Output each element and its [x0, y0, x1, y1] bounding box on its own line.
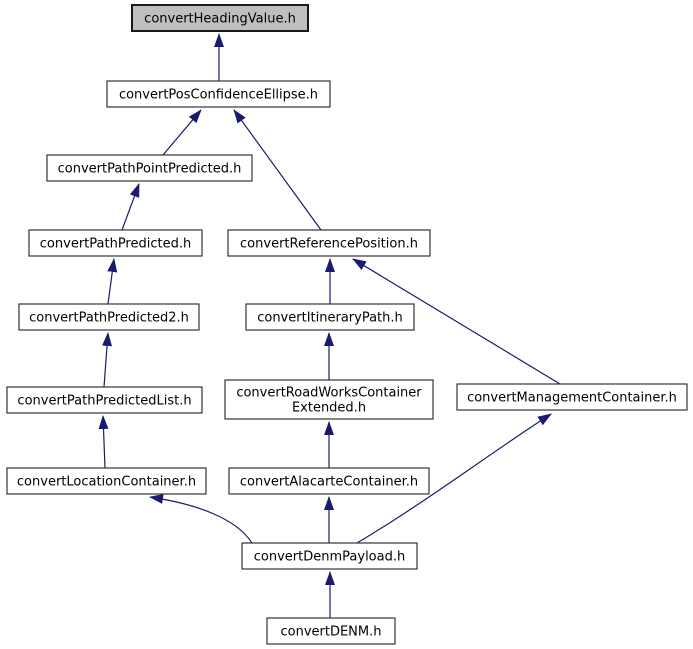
- nodes-layer: convertHeadingValue.h convertPosConfidenc…: [6, 4, 688, 645]
- node-label: convertDenmPayload.h: [254, 550, 405, 565]
- edge-convertPathPredicted2-to-convertPathPredicted: [107, 258, 118, 305]
- node-box: [266, 617, 396, 645]
- node-convertItineraryPath[interactable]: convertItineraryPath.h: [245, 303, 415, 331]
- node-box: [46, 154, 253, 182]
- node-label: convertDENM.h: [280, 625, 381, 640]
- node-box: [106, 80, 331, 108]
- node-convertPathPredictedList[interactable]: convertPathPredictedList.h: [6, 386, 203, 414]
- edge-convertDenmPayload-to-convertManagementContainer: [356, 413, 552, 544]
- node-label: convertHeadingValue.h: [144, 12, 296, 27]
- node-box: [245, 303, 415, 331]
- node-label: convertPathPointPredicted.h: [58, 162, 242, 177]
- node-box: [131, 4, 309, 32]
- node-label: convertPathPredictedList.h: [17, 394, 191, 409]
- node-convertDenmPayload[interactable]: convertDenmPayload.h: [241, 542, 418, 570]
- node-box: [18, 303, 200, 331]
- node-label: convertPathPredicted.h: [40, 237, 191, 252]
- node-convertHeadingValue: convertHeadingValue.h: [131, 4, 309, 32]
- node-label: convertReferencePosition.h: [240, 237, 418, 252]
- node-convertLocationContainer[interactable]: convertLocationContainer.h: [6, 467, 207, 495]
- node-box: [28, 229, 203, 257]
- edge-convertReferencePosition-to-convertPosConfidenceEllipse: [233, 109, 322, 231]
- node-box: [456, 383, 688, 411]
- edge-convertManagementContainer-to-convertReferencePosition: [352, 258, 561, 385]
- node-convertPathPredicted[interactable]: convertPathPredicted.h: [28, 229, 203, 257]
- node-box: [228, 467, 430, 495]
- edge-convertLocationContainer-to-convertPathPredictedList: [98, 415, 109, 469]
- edge-convertPathPredictedList-to-convertPathPredicted2: [102, 332, 113, 388]
- node-box: [6, 467, 207, 495]
- edges-layer: [98, 33, 561, 618]
- node-convertPathPointPredicted[interactable]: convertPathPointPredicted.h: [46, 154, 253, 182]
- node-label: convertLocationContainer.h: [17, 475, 196, 490]
- node-box: [227, 229, 431, 257]
- node-label: convertPathPredicted2.h: [29, 311, 189, 326]
- node-label: convertManagementContainer.h: [467, 391, 677, 406]
- node-convertAlacarteContainer[interactable]: convertAlacarteContainer.h: [228, 467, 430, 495]
- node-convertReferencePosition[interactable]: convertReferencePosition.h: [227, 229, 431, 257]
- edge-convertDenmPayload-to-convertLocationContainer: [149, 494, 253, 544]
- node-label: convertAlacarteContainer.h: [240, 475, 418, 490]
- node-box: [241, 542, 418, 570]
- node-box: [6, 386, 203, 414]
- node-box: [224, 379, 434, 420]
- node-convertManagementContainer[interactable]: convertManagementContainer.h: [456, 383, 688, 411]
- node-convertPosConfidenceEllipse[interactable]: convertPosConfidenceEllipse.h: [106, 80, 331, 108]
- node-convertPathPredicted2[interactable]: convertPathPredicted2.h: [18, 303, 200, 331]
- node-convertDENM[interactable]: convertDENM.h: [266, 617, 396, 645]
- node-label: convertPosConfidenceEllipse.h: [119, 88, 318, 103]
- node-label: convertItineraryPath.h: [257, 311, 403, 326]
- edge-convertPathPredicted-to-convertPathPointPredicted: [121, 183, 140, 231]
- edge-convertPathPointPredicted-to-convertPosConfidenceEllipse: [162, 109, 202, 156]
